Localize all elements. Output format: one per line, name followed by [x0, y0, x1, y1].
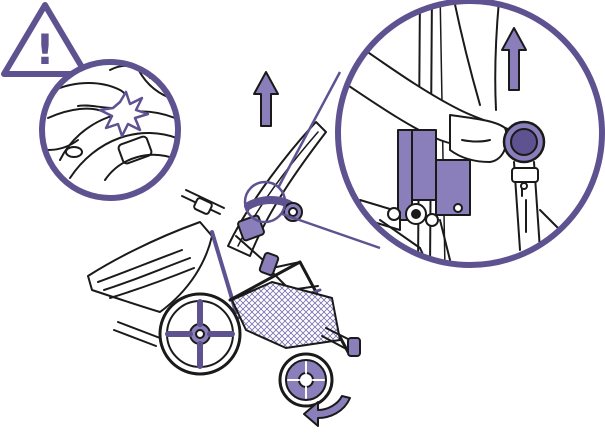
stroller-rear-wheel [160, 294, 240, 374]
lift-up-arrow-icon [254, 72, 278, 126]
warning-exclamation: ! [35, 25, 54, 74]
pinch-detail-inset [42, 62, 182, 198]
zoom-detail-inset [338, 0, 602, 270]
stroller-front-wheel [280, 354, 332, 406]
warning-triangle-icon: ! [4, 5, 86, 74]
